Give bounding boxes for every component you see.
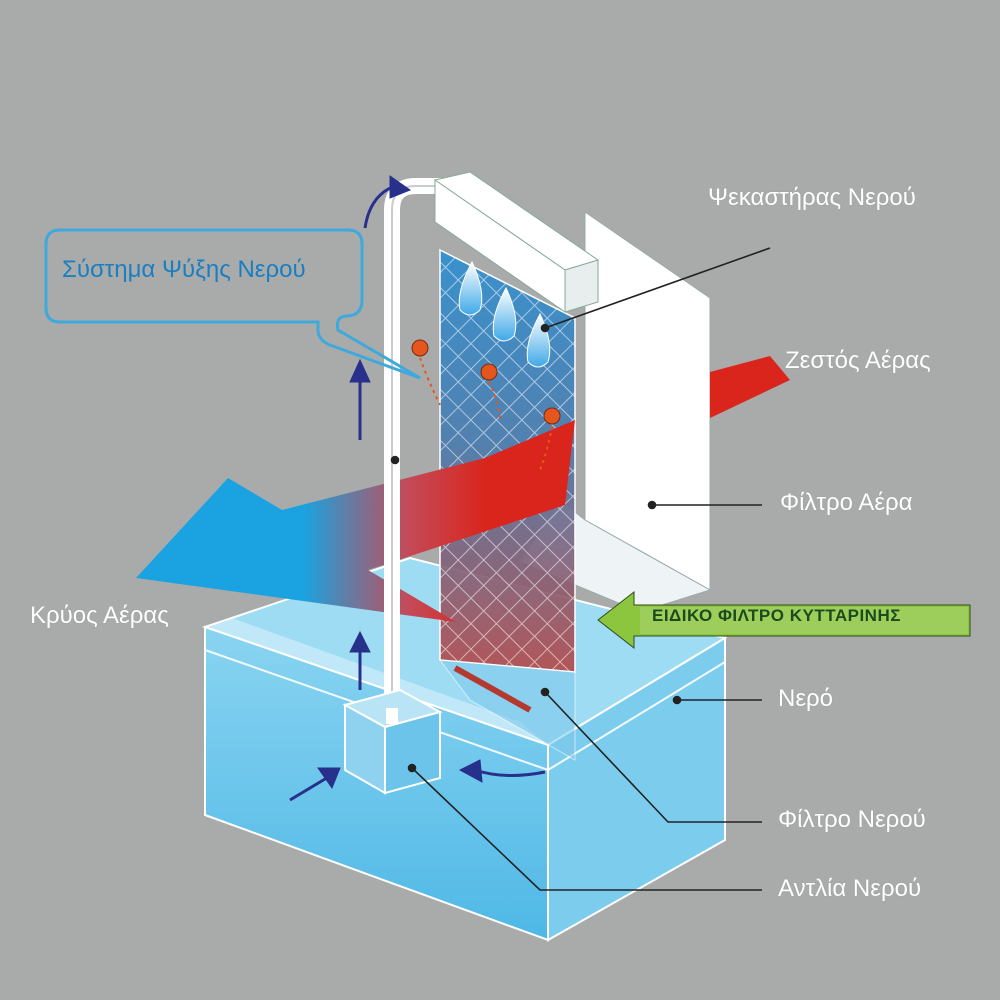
sprinkler-label: Ψεκαστήρας Νερού <box>708 184 916 211</box>
cooling-system-label: Σύστημα Ψύξης Νερού <box>62 256 306 283</box>
dust-particles <box>411 339 561 471</box>
water-pump <box>342 688 443 795</box>
cooling-callout-bubble <box>44 228 421 380</box>
leader-lines <box>390 247 771 891</box>
cold-air-label: Κρύος Αέρας <box>30 602 169 629</box>
water-label: Νερό <box>778 685 834 712</box>
air-filter-label: Φίλτρο Αέρα <box>780 489 913 516</box>
air-flow-arrow <box>136 420 575 622</box>
sprinkler-bar <box>433 171 600 313</box>
water-filter-label: Φίλτρο Νερού <box>778 806 926 833</box>
hot-air-label: Ζεστός Αέρας <box>785 347 931 374</box>
cellulose-filter-label: ΕΙΔΙΚΟ ΦΙΛΤΡΟ ΚΥΤΤΑΡΙΝΗΣ <box>652 606 901 625</box>
water-pump-label: Αντλία Νερού <box>778 875 922 902</box>
flow-arrow-icon <box>289 175 546 802</box>
cellulose-filter-arrow <box>597 590 971 650</box>
hot-air-inlet-arrow <box>710 356 790 418</box>
